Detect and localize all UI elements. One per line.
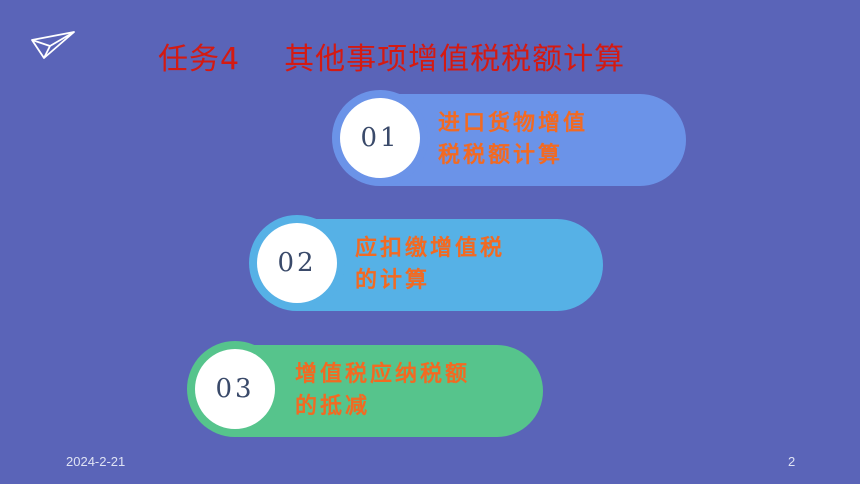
topic-item-3[interactable]: 03 增值税应纳税额 的抵减 xyxy=(187,341,543,437)
title-task: 任务4 xyxy=(158,42,241,77)
topic-item-2[interactable]: 02 应扣缴增值税 的计算 xyxy=(249,215,603,311)
number-badge: 01 xyxy=(340,98,420,178)
topic-label-line-2: 的抵减 xyxy=(295,394,371,419)
page-title: 任务4 其他事项增值税税额计算 xyxy=(158,34,625,78)
topic-label: 应扣缴增值税 的计算 xyxy=(355,233,505,297)
topic-label-line-1: 增值税应纳税额 xyxy=(295,362,471,387)
title-subject: 其他事项增值税税额计算 xyxy=(284,42,626,77)
number-badge: 02 xyxy=(257,223,337,303)
topic-label-line-1: 进口货物增值 xyxy=(438,111,589,136)
topic-label: 进口货物增值 税税额计算 xyxy=(438,108,588,172)
page-number: 2 xyxy=(788,454,796,469)
number-badge: 03 xyxy=(195,349,275,429)
topic-label-line-2: 税税额计算 xyxy=(438,143,564,168)
topic-label: 增值税应纳税额 的抵减 xyxy=(295,359,470,423)
topic-label-line-1: 应扣缴增值税 xyxy=(355,236,506,261)
paper-plane-icon xyxy=(31,31,75,59)
topic-label-line-2: 的计算 xyxy=(355,268,431,293)
footer-date: 2024-2-21 xyxy=(66,454,126,469)
topic-item-1[interactable]: 01 进口货物增值 税税额计算 xyxy=(332,90,686,186)
